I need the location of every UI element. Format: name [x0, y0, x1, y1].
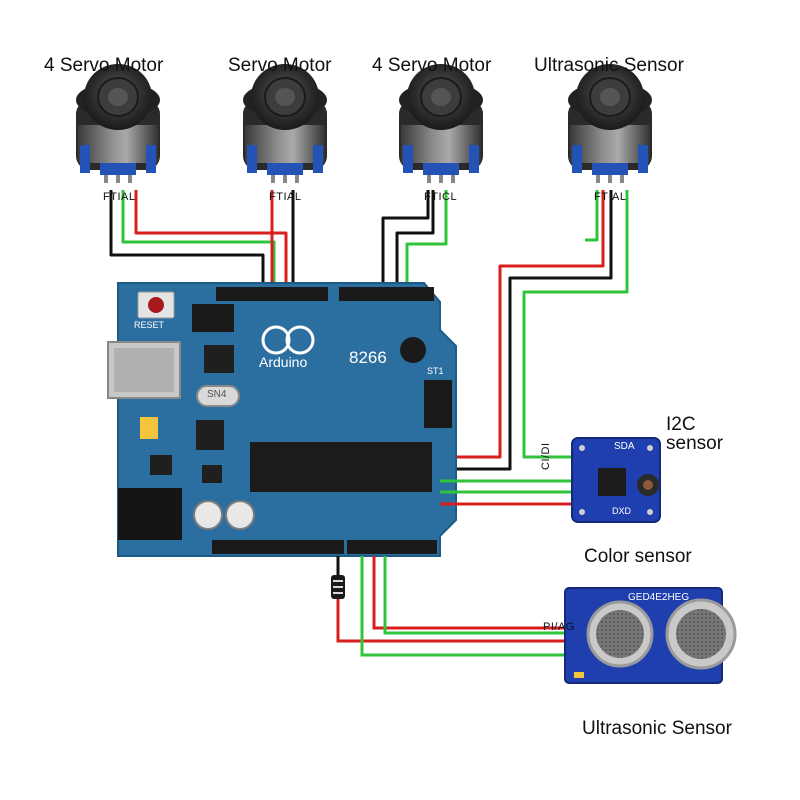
- servo-3-title: 4 Servo Motor: [372, 55, 492, 76]
- board-logo-text: Arduino: [259, 354, 308, 370]
- i2c-title-line1: I2C: [666, 414, 696, 435]
- i2c-sensor-icon: [571, 437, 661, 523]
- reset-label: RESET: [134, 320, 165, 330]
- servo-3-pins: FTICL: [424, 191, 458, 203]
- ultrasonic-top-title: Ultrasonic Sensor: [534, 55, 684, 76]
- ultrasonic-top-pins: FTIAL: [594, 191, 627, 203]
- bottom-wires: [336, 556, 568, 657]
- servo-motor-icon: [76, 64, 160, 183]
- servo-motor-icon: [399, 64, 483, 183]
- header-label: ST1: [427, 366, 444, 376]
- servo-2-pins: FTIAL: [269, 191, 302, 203]
- servo-1-title: 4 Servo Motor: [44, 55, 164, 76]
- ultrasonic-board-top-text: GED4E2HEG: [628, 592, 690, 603]
- color-sensor-title: Color sensor: [584, 546, 692, 567]
- servo-motor-icon: [568, 64, 652, 183]
- board-model-text: 8266: [349, 348, 387, 367]
- arduino-board-icon: [107, 282, 457, 557]
- resistor-icon: [331, 556, 345, 599]
- servo-motor-icon: [243, 64, 327, 183]
- servo-wires: [109, 190, 629, 471]
- bottom-sensor-side-pins: PI/AG: [543, 621, 575, 633]
- board-i2c-wires: [440, 479, 581, 506]
- i2c-board-title: SDA: [614, 441, 635, 452]
- servo-1-pins: FTIAL: [103, 191, 136, 203]
- ultrasonic-bottom-title: Ultrasonic Sensor: [582, 718, 732, 739]
- crystal-text: SN4: [207, 389, 227, 400]
- i2c-title-line2: sensor: [666, 433, 724, 454]
- i2c-side-pins: CI/DI: [540, 442, 552, 470]
- ultrasonic-sensor-icon: [564, 587, 737, 684]
- i2c-board-bottom: DXD: [612, 506, 632, 516]
- servo-2-title: Servo Motor: [228, 55, 332, 76]
